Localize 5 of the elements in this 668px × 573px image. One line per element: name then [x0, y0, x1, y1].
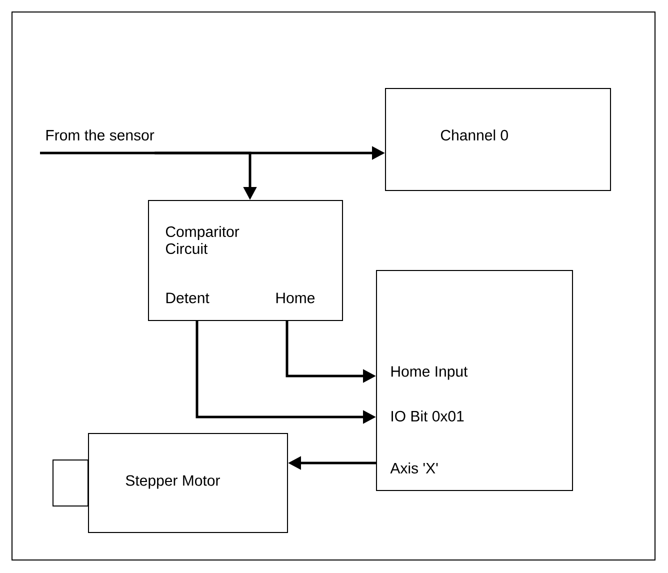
controller-box: Home Input IO Bit 0x01 Axis 'X' [376, 270, 573, 491]
input-box: Channel 0 [385, 88, 611, 191]
sensor-label: From the sensor [46, 130, 154, 140]
circuit-box: Comparitor Circuit Detent Home [148, 200, 343, 321]
motor-drawing: Stepper Motor [52, 433, 288, 533]
